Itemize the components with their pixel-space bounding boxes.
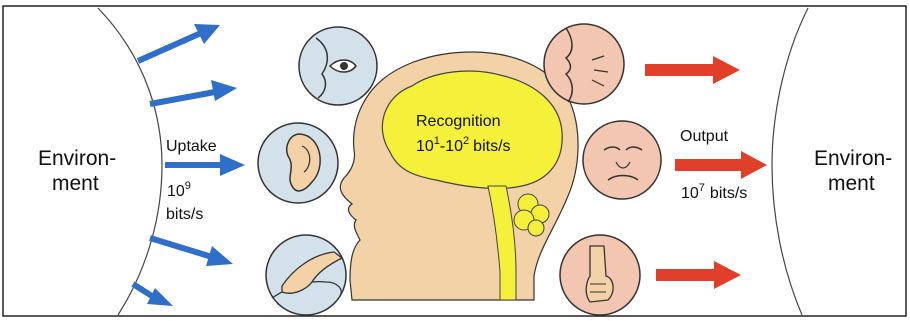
- mouth-speech-icon: [544, 24, 624, 104]
- right-environment-label-line1: Environ-: [814, 147, 892, 170]
- left-environment-label-line2: ment: [52, 172, 99, 195]
- output-label: Output: [680, 128, 729, 145]
- recognition-label: Recognition: [416, 113, 501, 130]
- hand-touch-icon: [266, 235, 346, 315]
- uptake-label: Uptake: [166, 138, 217, 155]
- uptake-rate-unit: bits/s: [166, 206, 203, 223]
- left-environment-label-line1: Environ-: [38, 147, 116, 170]
- right-environment-label-line2: ment: [828, 172, 875, 195]
- hand-gesture-icon: [560, 235, 640, 315]
- facial-expression-icon: [583, 121, 661, 199]
- ear-icon: [258, 123, 338, 203]
- eye-icon: [299, 27, 377, 105]
